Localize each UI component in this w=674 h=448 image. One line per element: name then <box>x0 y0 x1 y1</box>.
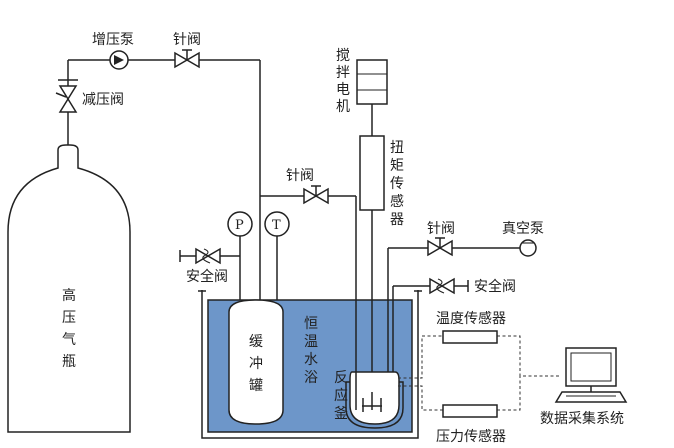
svg-text:缓: 缓 <box>249 334 263 350</box>
cylinder-label: 高 压 气 瓶 <box>62 287 76 370</box>
safety-valve-right-label: 安全阀 <box>474 278 516 295</box>
gas-cylinder <box>7 144 131 433</box>
svg-text:温: 温 <box>304 334 318 350</box>
pressure-sensor-label: 压力传感器 <box>436 428 506 445</box>
svg-text:气: 气 <box>62 332 76 348</box>
svg-text:器: 器 <box>390 212 404 228</box>
svg-text:应: 应 <box>334 387 348 404</box>
svg-text:电: 电 <box>336 82 350 98</box>
svg-text:机: 机 <box>336 99 350 115</box>
torque-sensor <box>359 135 385 211</box>
buffer-tank-label: 缓 冲 罐 <box>249 334 263 394</box>
svg-text:传: 传 <box>390 176 404 192</box>
pressure-reducing-valve-icon <box>55 79 78 118</box>
computer-icon <box>554 347 628 403</box>
svg-text:釜: 釜 <box>334 406 348 422</box>
safety-valve-right-icon <box>429 277 469 295</box>
buffer-tank <box>228 299 284 425</box>
safety-valve-left-icon <box>179 247 240 265</box>
booster-pump-label: 增压泵 <box>92 32 134 48</box>
reducing-valve-label: 减压阀 <box>82 92 124 108</box>
svg-text:扭: 扭 <box>390 140 404 156</box>
middle-gas-line <box>260 195 357 372</box>
needle-valve-middle-icon <box>303 185 329 205</box>
torque-sensor-label: 扭 矩 传 感 器 <box>390 140 404 228</box>
stirring-motor <box>356 59 388 105</box>
vacuum-pump-icon <box>519 239 537 257</box>
pressure-sensor <box>442 404 498 418</box>
vacuum-pump-label: 真空泵 <box>502 221 544 237</box>
svg-text:压: 压 <box>62 310 76 326</box>
needle-valve-middle-label: 针阀 <box>286 168 314 184</box>
svg-text:冲: 冲 <box>249 356 263 372</box>
gas-supply-line <box>67 59 261 300</box>
stir-motor-label: 搅 拌 电 机 <box>336 48 350 115</box>
pressure-gauge-label: P <box>235 218 244 233</box>
booster-pump-icon <box>109 50 129 70</box>
svg-text:反: 反 <box>334 370 348 386</box>
svg-text:拌: 拌 <box>336 65 350 81</box>
safety-valve-left-label: 安全阀 <box>186 268 228 285</box>
temperature-sensor <box>442 330 498 344</box>
svg-text:高: 高 <box>62 287 76 304</box>
safety-valve-right-line <box>392 285 430 372</box>
reactor-label: 反 应 釜 <box>334 370 348 422</box>
needle-valve-right-icon <box>427 237 453 257</box>
needle-valve-top-icon <box>174 49 200 69</box>
svg-text:矩: 矩 <box>390 158 404 174</box>
svg-text:水: 水 <box>304 352 318 368</box>
needle-valve-top-label: 针阀 <box>173 32 201 48</box>
water-bath-label: 恒 温 水 浴 <box>304 316 318 386</box>
thermometer-label: T <box>272 218 281 233</box>
signal-lines <box>398 335 560 411</box>
daq-system-label: 数据采集系统 <box>540 410 624 427</box>
svg-text:瓶: 瓶 <box>62 354 76 370</box>
reactor <box>345 371 404 429</box>
thermometer <box>264 211 290 300</box>
vacuum-line <box>387 247 520 372</box>
temp-sensor-label: 温度传感器 <box>436 310 506 327</box>
pressure-gauge <box>227 211 253 300</box>
svg-text:恒: 恒 <box>304 316 318 332</box>
svg-text:罐: 罐 <box>249 378 263 394</box>
svg-text:感: 感 <box>390 193 404 210</box>
svg-text:浴: 浴 <box>304 370 318 386</box>
needle-valve-right-label: 针阀 <box>427 221 455 237</box>
svg-text:搅: 搅 <box>336 48 350 64</box>
